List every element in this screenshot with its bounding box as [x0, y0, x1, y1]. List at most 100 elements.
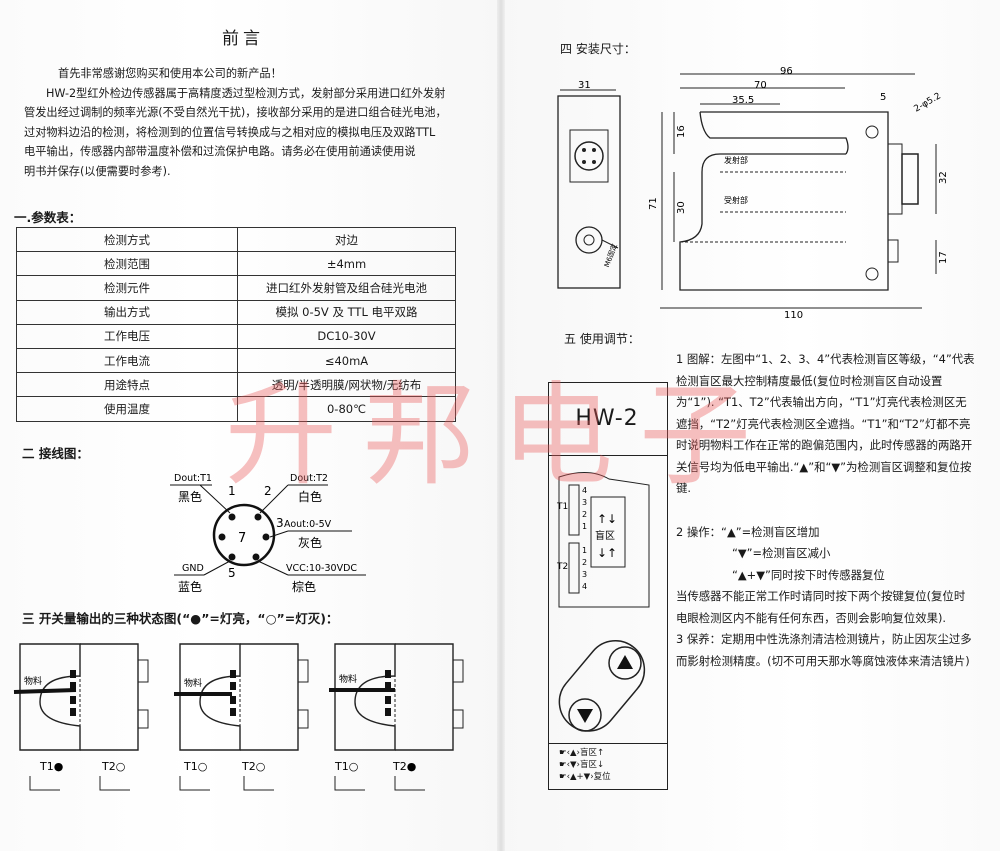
usage-para-1: 1 图解：左图中“1、2、3、4”代表检测盲区等级，“4”代表检测盲区最大控制精…: [676, 352, 975, 495]
state-t1: T1○: [183, 760, 207, 773]
dim-35-5: 35.5: [732, 95, 754, 106]
up-button[interactable]: [608, 646, 642, 680]
dim-70: 70: [754, 80, 767, 91]
panel-model: HW-2: [575, 405, 639, 431]
intro-line: 过对物料边沿的检测，将检测到的位置信号转换成与之相对应的模拟电压及双路TTL: [24, 125, 436, 139]
pin-dot: [262, 533, 270, 541]
leader-line: [199, 484, 231, 514]
pin2-number: 2: [264, 484, 272, 498]
receiver-label: 受射部: [724, 195, 748, 205]
pin4-color: 棕色: [292, 579, 316, 594]
leader-line: [259, 484, 289, 514]
intro-line: HW-2型红外检边传感器属于高精度透过型检测方式，发射部分采用进口红外发射: [46, 86, 446, 100]
panel-indicator-area: T1 T2 4 3 2 1 1 2 3 4 盲区 ↑↓ ↓↑: [556, 472, 650, 608]
panel-buttons: [558, 640, 646, 732]
intro-line: 首先非常感谢您购买和使用本公司的新产品！: [58, 67, 282, 80]
table-row: 检测范围±4mm: [16, 251, 456, 277]
pin-dot: [228, 513, 236, 521]
state-t1: T1●: [39, 760, 63, 773]
control-panel: HW-2 T1 T2 4 3 2 1 1 2 3 4 盲区 ↑↓ ↓↑: [548, 382, 668, 790]
usage-para-2-title: 2 操作：“▲”=检测盲区增加: [676, 524, 820, 539]
up-triangle-icon: [617, 655, 633, 669]
param-value: 对边: [237, 226, 456, 253]
dim-32: 32: [938, 171, 949, 184]
usage-para-2c: “▲+▼”同时按下时传感器复位: [732, 567, 885, 582]
panel-digit: 3: [582, 498, 587, 507]
param-value: 进口红外发射管及组合硅光电池: [237, 275, 456, 301]
usage-text: 1 图解：左图中“1、2、3、4”代表检测盲区等级，“4”代表检测盲区最大控制精…: [676, 349, 976, 672]
section-params-heading: 一.参数表：: [14, 210, 82, 225]
leader-line: [269, 530, 289, 538]
pin5-color: 蓝色: [178, 580, 202, 594]
material-label: 物料: [184, 677, 202, 689]
pin5-function: GND: [182, 563, 204, 574]
pin4-function: VCC:10-30VDC: [286, 563, 357, 574]
state-diagram-3: 物料 T1○ T2●: [329, 643, 464, 791]
state-t2: T2●: [392, 760, 416, 773]
down-triangle-icon: [577, 709, 593, 723]
wiring-diagram: 7 Dout:T1 黑色 1 Dout:T2 白色 2 Aout:0-5V 3 …: [170, 473, 366, 594]
intro-line: 电平输出，传感器内部带温度补偿和过流保护电路。请务必在使用前通读使用说: [24, 145, 416, 158]
panel-digit: 2: [582, 510, 587, 519]
param-value: ≤40mA: [237, 347, 456, 374]
dim-30: 30: [676, 201, 687, 214]
pin3-function: Aout:0-5V: [284, 519, 332, 530]
param-key: 检测元件: [16, 275, 238, 301]
param-key: 输出方式: [16, 299, 238, 325]
material-label: 物料: [339, 673, 357, 685]
table-row: 输出方式模拟 0-5V 及 TTL 电平双路: [16, 299, 456, 325]
usage-para-2b: “▼”=检测盲区减小: [732, 546, 831, 560]
param-key: 检测方式: [16, 226, 238, 253]
section-dimensions-heading: 四 安装尺寸：: [560, 42, 636, 56]
section-usage-heading: 五 使用调节：: [564, 332, 640, 346]
legend-item: ☛‹▼›盲区↓: [559, 760, 605, 770]
panel-digit: 4: [582, 486, 587, 495]
param-key: 检测范围: [16, 251, 238, 277]
pin5-number: 5: [228, 566, 236, 580]
leader-line: [257, 560, 289, 576]
intro-line: 管发出经过调制的频率光源(不受自然光干扰)，接收部分采用的是进口组合硅光电池，: [24, 106, 447, 119]
pin2-color: 白色: [298, 489, 322, 504]
table-row: 检测方式对边: [16, 226, 456, 253]
pin2-function: Dout:T2: [290, 473, 328, 484]
param-value: 0-80℃: [237, 396, 456, 422]
leader-line: [203, 560, 231, 576]
legend-item: ☛‹▲+▼›复位: [559, 772, 611, 782]
table-row: 检测元件进口红外发射管及组合硅光电池: [16, 275, 456, 301]
panel-digit: 2: [582, 558, 587, 567]
state-t2: T2○: [101, 760, 125, 773]
dim-hole: 2-φ5.2: [913, 91, 943, 114]
panel-digit: 4: [582, 582, 587, 591]
page-fold: [497, 0, 505, 851]
usage-para-3: 3 保养：定期用中性洗涤剂清洁检测镜片，防止因灰尘过多而影射检测精度。(切不可用…: [676, 632, 972, 668]
panel-t1-label: T1: [556, 502, 568, 512]
dim-5: 5: [880, 92, 886, 103]
pin-dot: [254, 513, 262, 521]
param-key: 工作电压: [16, 323, 238, 349]
pin-dot: [228, 553, 236, 561]
arrow-up-down-icon: ↑↓: [597, 512, 617, 526]
pin1-number: 1: [228, 484, 236, 498]
dimension-front-view: 31 M6固定: [557, 80, 621, 289]
section-wiring-heading: 二 接线图：: [22, 446, 89, 461]
down-button[interactable]: [568, 698, 602, 732]
pin3-number: 3: [276, 516, 284, 530]
intro-line: 明书并保存(以便需要时参考).: [24, 164, 171, 178]
m6-label: M6固定: [602, 242, 619, 268]
page-title: 前言: [222, 29, 264, 49]
panel-blind-label: 盲区: [595, 529, 615, 542]
intro-text: 首先非常感谢您购买和使用本公司的新产品！ HW-2型红外检边传感器属于高精度透过…: [24, 64, 464, 181]
pin1-function: Dout:T1: [174, 473, 212, 484]
param-value: ±4mm: [237, 251, 456, 277]
param-key: 用途特点: [16, 372, 238, 398]
panel-digit: 1: [582, 522, 587, 531]
state-t1: T1○: [334, 760, 358, 773]
dim-96: 96: [780, 66, 793, 77]
dim-31: 31: [578, 80, 591, 91]
emitter-label: 发射部: [724, 155, 748, 165]
material-label: 物料: [24, 675, 42, 687]
usage-para-2d: 当传感器不能正常工作时请同时按下两个按键复位(复位时电眼检测区内不能有任何东西，…: [676, 589, 966, 625]
table-row: 工作电流≤40mA: [16, 347, 456, 374]
